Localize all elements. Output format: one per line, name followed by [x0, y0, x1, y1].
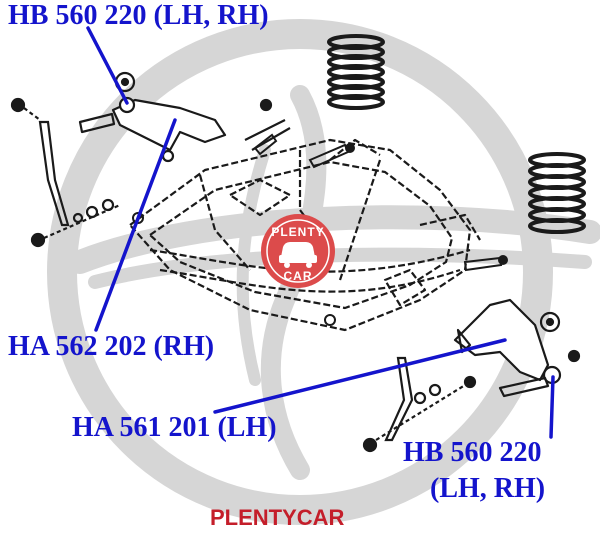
leader-line-mid-left [94, 118, 177, 332]
leader-lines [86, 26, 555, 439]
part-label-mid-left: HA 562 202 (RH) [8, 331, 215, 362]
brand-footer: PLENTYCAR [210, 505, 345, 530]
car-icon [279, 242, 317, 268]
subframe [128, 138, 481, 332]
part-label-top-left: HB 560 220 (LH, RH) [8, 0, 269, 31]
coil-spring-rear-left [327, 34, 385, 110]
logo-text-bottom: CAR [284, 269, 313, 283]
stabilizer-link-left [10, 97, 121, 248]
leader-line-right [549, 375, 555, 439]
leader-line-top-left [86, 26, 129, 105]
leader-line-mid-center [213, 338, 507, 414]
coil-spring-rear-right [528, 152, 586, 234]
stabilizer-link-right [362, 356, 477, 453]
bolts [132, 133, 508, 326]
logo-text-top: PLENTY [271, 225, 324, 239]
part-label-right-line1: HB 560 220 [403, 437, 542, 468]
part-label-right-line2: (LH, RH) [430, 473, 546, 504]
plentycar-logo: PLENTY CAR [261, 214, 335, 288]
part-label-mid-center: HA 561 201 (LH) [72, 412, 277, 443]
